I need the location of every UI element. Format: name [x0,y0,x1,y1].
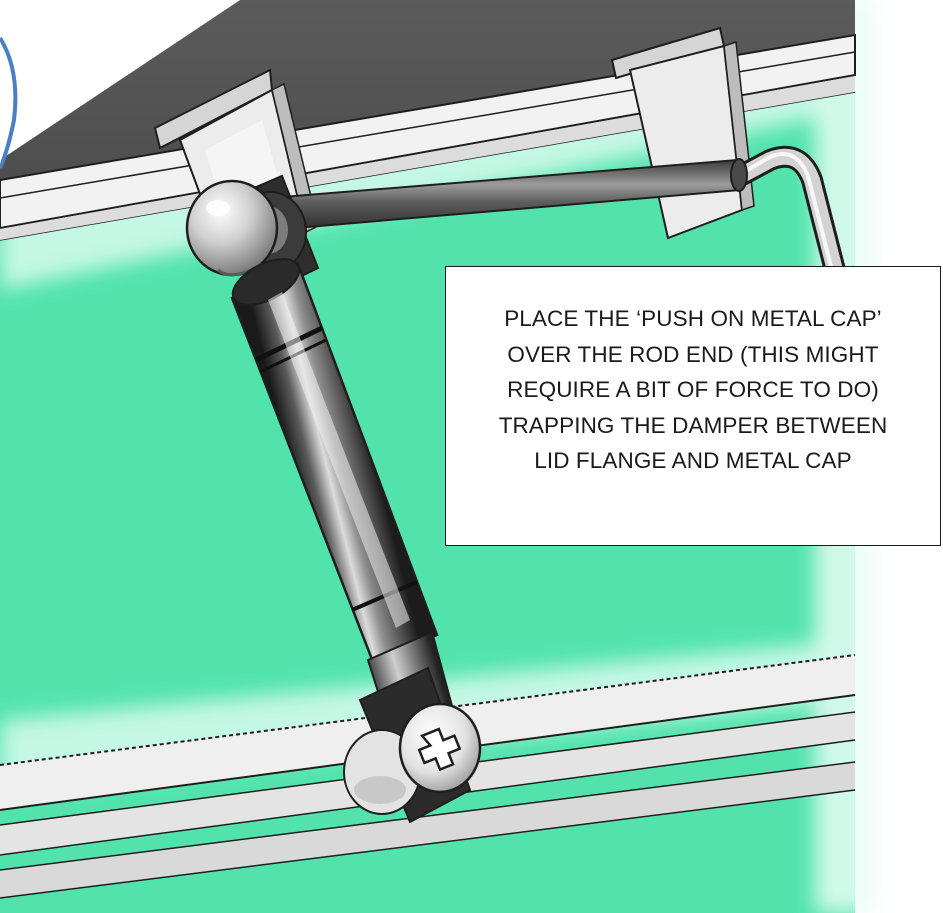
callout-line-2: OVER THE ROD END (THIS MIGHT [507,341,879,367]
callout-line-5: LID FLANGE AND METAL CAP [534,448,852,473]
damper-body [230,258,439,664]
callout-line-4: TRAPPING THE DAMPER BETWEEN [498,412,888,438]
dome-metal-cap-icon [185,179,279,277]
lid-top-corner [0,0,240,160]
callout-line-3: REQUIRE A BIT OF FORCE TO DO) [507,377,879,402]
edge-circle-marker [0,36,18,169]
callout-line-1: PLACE THE ‘PUSH ON METAL CAP’ [504,306,882,331]
phillips-screw-head-icon [398,702,482,794]
instruction-callout: PLACE THE ‘PUSH ON METAL CAP’ OVER THE R… [445,266,941,546]
